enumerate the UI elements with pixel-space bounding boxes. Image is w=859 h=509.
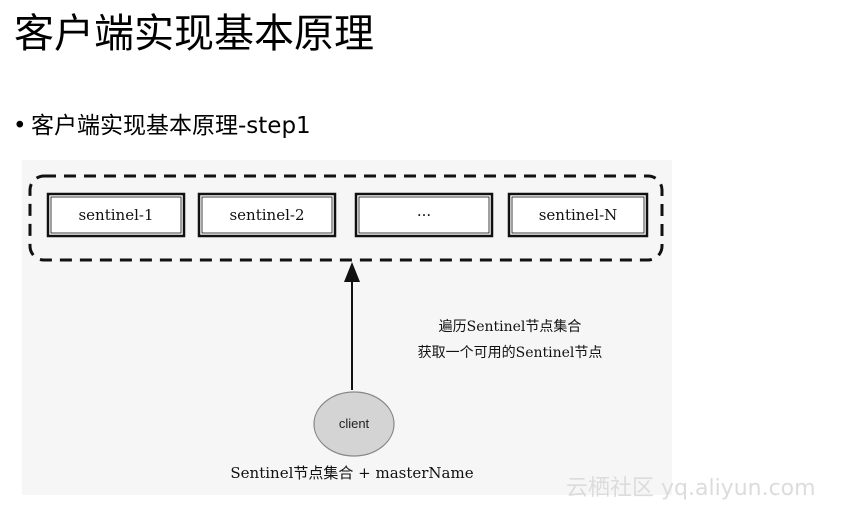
sentinel-node-ellipsis: ··· [354, 192, 494, 238]
bottom-label: Sentinel节点集合 + masterName [230, 464, 473, 482]
client-label: client [339, 416, 370, 431]
sentinel-node-1: sentinel-1 [46, 192, 186, 238]
sentinel-node-2: sentinel-2 [197, 192, 337, 238]
sentinel-group-container [28, 174, 664, 262]
sentinel-node-n: sentinel-N [507, 192, 649, 238]
sentinel-node-label: ··· [417, 206, 431, 224]
sentinel-node-label: sentinel-N [539, 206, 618, 224]
bullet-dot-icon: • [13, 113, 27, 139]
annotation-line-1: 遍历Sentinel节点集合 [439, 318, 582, 335]
sentinel-node-label: sentinel-1 [78, 206, 153, 224]
slide-title: 客户端实现基本原理 [14, 11, 374, 57]
annotation-line-2: 获取一个可用的Sentinel节点 [418, 345, 603, 361]
watermark: 云栖社区 yq.aliyun.com [566, 476, 816, 501]
sentinel-node-label: sentinel-2 [229, 206, 304, 224]
bullet-text: 客户端实现基本原理-step1 [31, 113, 311, 139]
client-node: client [313, 391, 395, 457]
bullet-item: •客户端实现基本原理-step1 [13, 110, 311, 142]
